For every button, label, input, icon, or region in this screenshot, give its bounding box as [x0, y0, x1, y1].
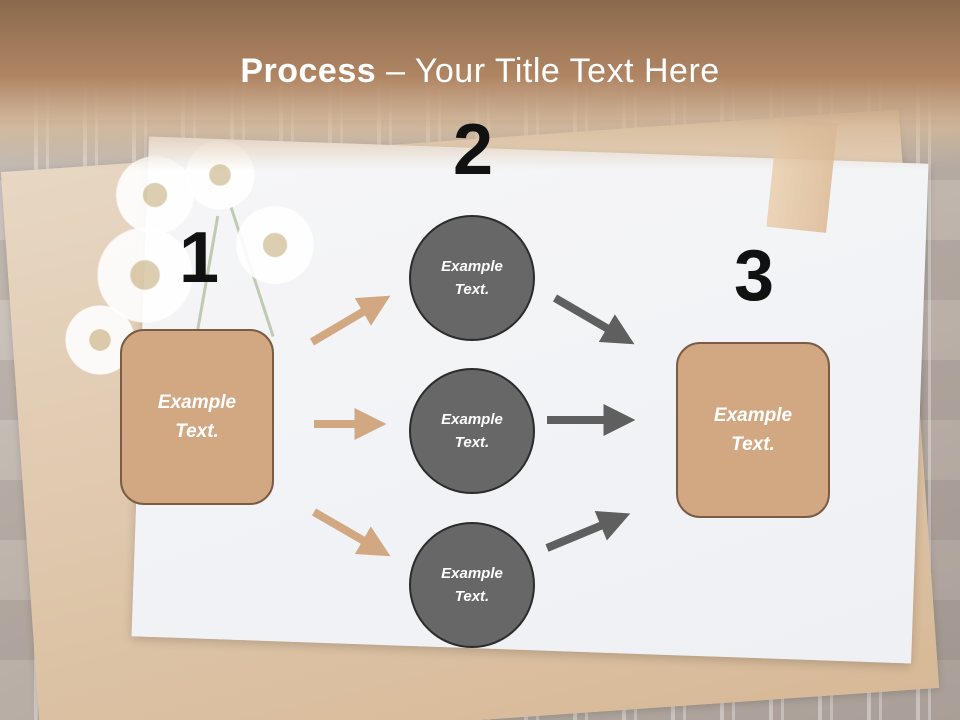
title-bold: Process: [240, 52, 377, 90]
slide-title: Process – Your Title Text Here: [0, 52, 960, 91]
step-1-box[interactable]: Example Text.: [120, 329, 274, 505]
arrow-circle-bottom-to-box3: [545, 510, 631, 552]
step-number-3: 3: [733, 236, 775, 316]
circle-bottom-text: Example Text.: [441, 565, 503, 605]
arrow-box1-to-circle-bottom: [311, 508, 391, 557]
circle-top-text: Example Text.: [441, 258, 503, 298]
step-number-1: 1: [178, 218, 220, 298]
arrow-circle-top-to-box3: [552, 294, 635, 345]
step-number-2: 2: [452, 110, 494, 190]
step-1-text: Example Text.: [157, 392, 237, 442]
step-3-box[interactable]: Example Text.: [676, 342, 830, 518]
title-rest: – Your Title Text Here: [376, 52, 720, 90]
arrow-box1-to-circle-top: [309, 295, 391, 346]
circle-top[interactable]: Example Text.: [409, 215, 535, 341]
circle-middle[interactable]: Example Text.: [409, 368, 535, 494]
title-banner: [0, 0, 960, 170]
daisy-flower-decoration: [230, 200, 320, 290]
circle-bottom[interactable]: Example Text.: [409, 522, 535, 648]
step-3-text: Example Text.: [713, 405, 793, 455]
circle-middle-text: Example Text.: [441, 411, 503, 451]
